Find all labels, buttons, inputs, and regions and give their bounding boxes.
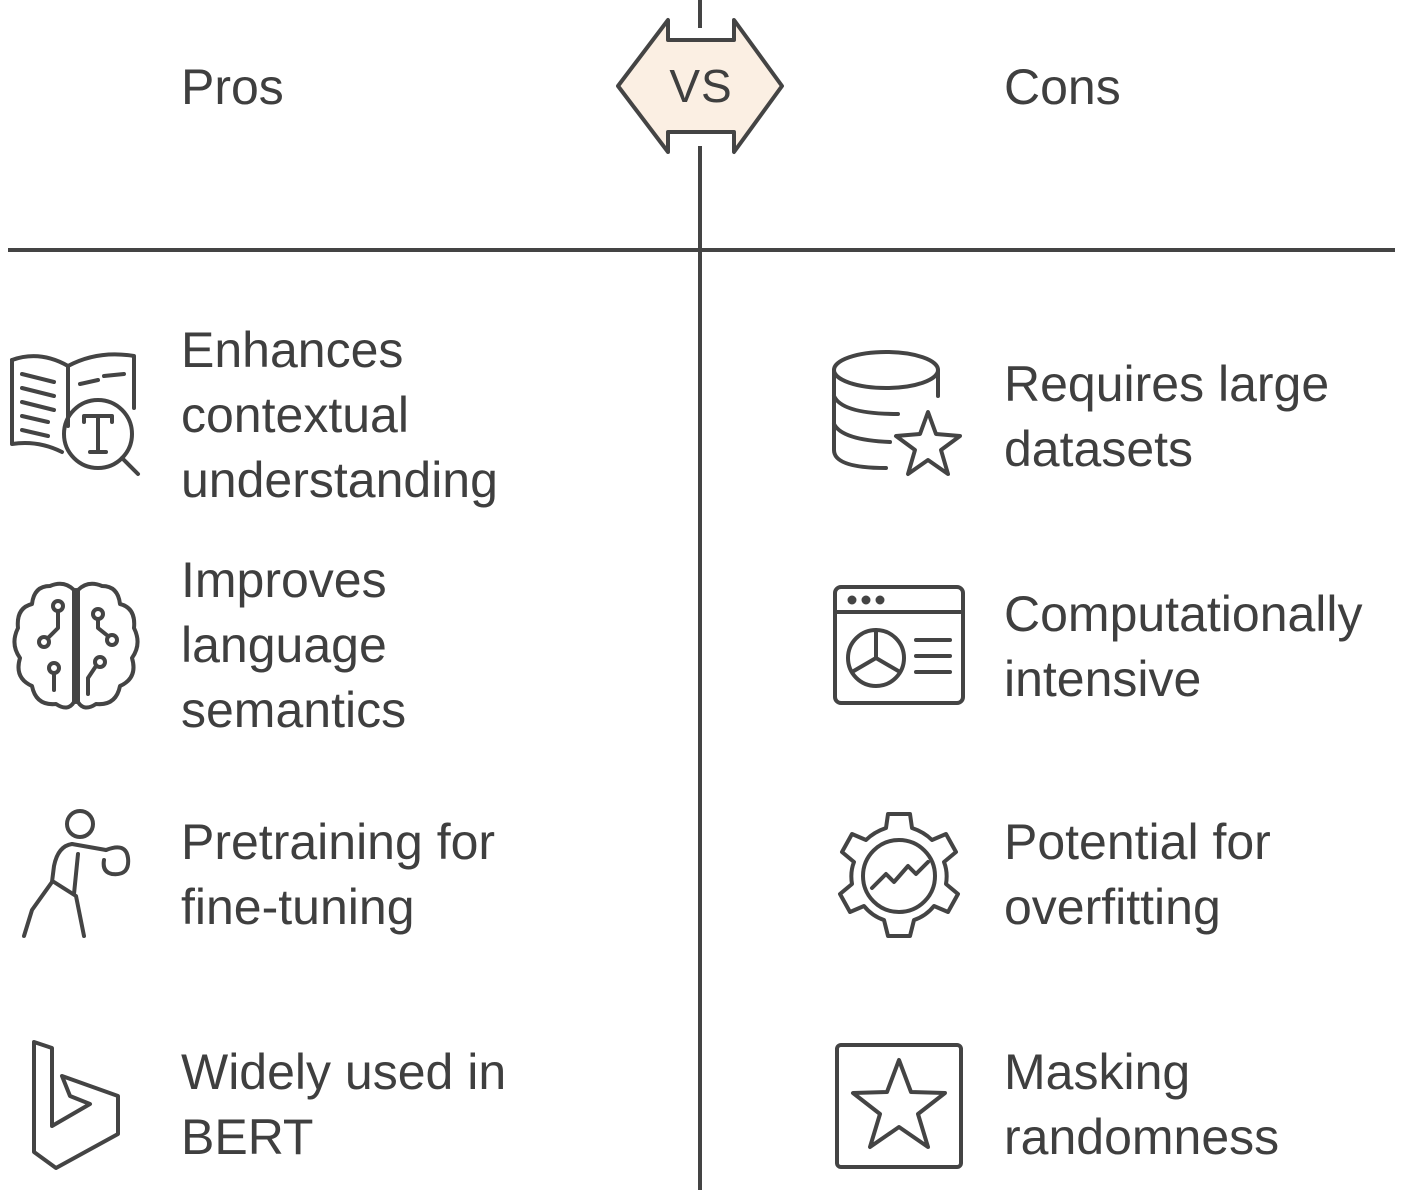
pro-item-4: Widely used in BERT [181,1044,507,1165]
pros-heading: Pros [181,59,284,115]
vs-arrow-badge [616,18,784,154]
vs-label: VS [669,60,733,112]
boxer-figure-icon [18,806,134,946]
con-item-3: Potential for overfitting [1004,814,1271,935]
dashboard-window-icon [832,584,966,708]
con-item-1: Requires large datasets [1004,356,1330,477]
star-frame-icon [834,1042,964,1170]
pro-item-3: Pretraining for fine-tuning [181,814,496,935]
book-magnifier-icon [8,348,144,480]
brain-circuit-icon [8,578,144,714]
gear-chart-icon [832,810,966,944]
con-item-4: Masking randomness [1004,1044,1280,1165]
database-star-icon [830,346,968,484]
con-item-2: Computationally intensive [1004,586,1363,707]
bing-logo-icon [28,1038,124,1174]
pro-item-2: Improves language semantics [181,552,407,738]
pro-item-1: Enhances contextual understanding [181,322,498,508]
cons-heading: Cons [1004,59,1121,115]
